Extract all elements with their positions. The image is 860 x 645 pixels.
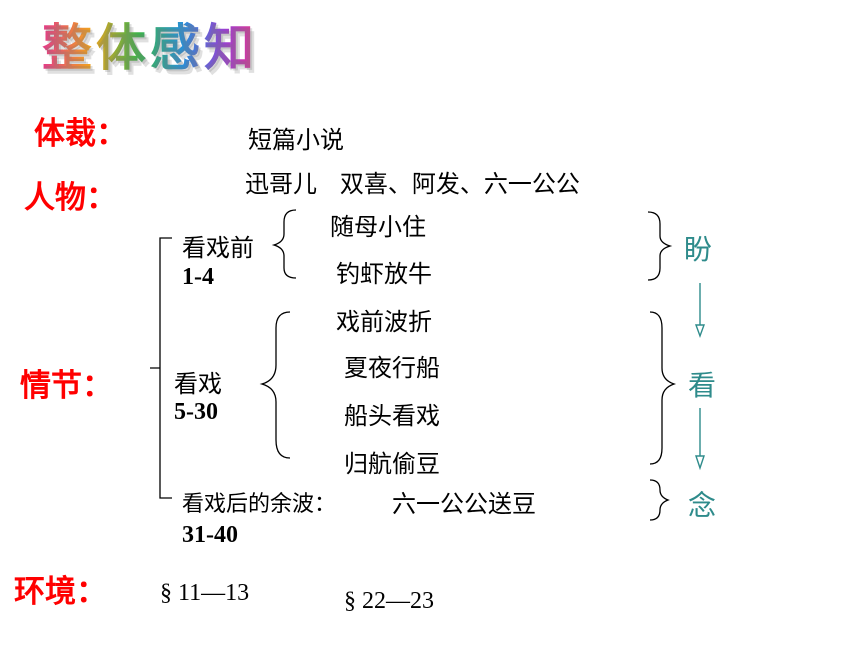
plot-before-range: 1-4 xyxy=(182,264,214,290)
arrow-down-icon xyxy=(695,408,705,471)
characters-label: 人物： xyxy=(24,180,117,216)
plot-after-item: 六一公公送豆 xyxy=(392,490,536,518)
plot-before-title: 看戏前 xyxy=(182,234,254,262)
environment-label: 环境： xyxy=(14,574,107,610)
plot-main-bracket xyxy=(150,237,172,499)
environment-ref: § 22—23 xyxy=(344,588,434,614)
environment-ref: § 11—13 xyxy=(160,580,250,606)
arrow-down-icon xyxy=(695,283,705,339)
plot-during-item: 戏前波折 xyxy=(336,308,432,336)
brace-right-before xyxy=(647,211,673,281)
plot-before-item: 钓虾放牛 xyxy=(336,260,432,288)
theme-anticipation: 盼 xyxy=(684,233,713,266)
theme-watching: 看 xyxy=(688,369,717,402)
brace-during xyxy=(259,311,291,459)
plot-before-item: 随母小住 xyxy=(330,213,426,241)
plot-during-range: 5-30 xyxy=(174,399,218,425)
genre-label: 体裁： xyxy=(34,116,127,152)
plot-during-item: 船头看戏 xyxy=(344,402,440,430)
plot-after-range: 31-40 xyxy=(182,522,238,548)
genre-value: 短篇小说 xyxy=(248,126,344,154)
theme-remembering: 念 xyxy=(688,489,717,522)
plot-after-title: 看戏后的余波： xyxy=(182,492,337,517)
plot-label: 情节： xyxy=(20,368,113,404)
page-title: 整体感知 xyxy=(42,8,258,80)
brace-right-after xyxy=(649,479,670,521)
brace-right-during xyxy=(649,311,677,465)
plot-during-title: 看戏 xyxy=(174,370,222,398)
page-title-shadow: 整体感知 xyxy=(46,13,262,85)
characters-value: 迅哥儿 双喜、阿发、六一公公 xyxy=(245,170,580,198)
brace-before xyxy=(271,209,297,279)
plot-during-item: 归航偷豆 xyxy=(344,450,440,478)
plot-during-item: 夏夜行船 xyxy=(344,354,440,382)
